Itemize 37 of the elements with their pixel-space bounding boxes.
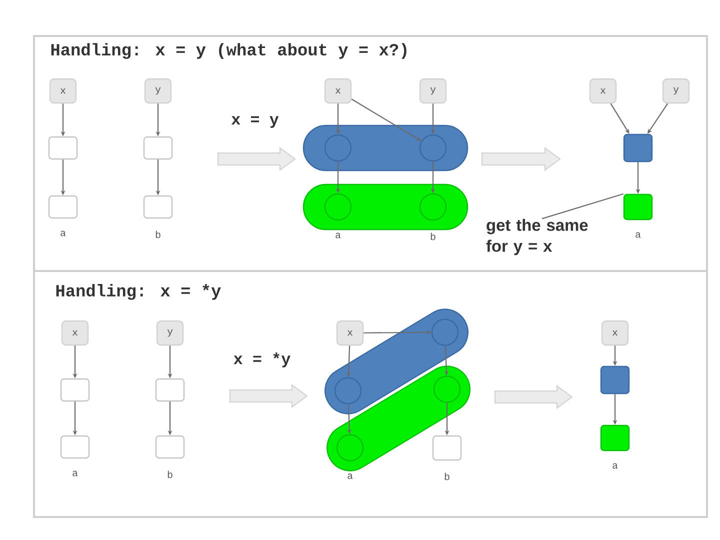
node-label: a (348, 474, 353, 479)
node-label: a (612, 463, 618, 469)
variable-box: y (156, 320, 184, 346)
heading: Handling: x = y (what about y = x?) (51, 43, 406, 59)
circle-node (431, 318, 459, 346)
box-node (600, 366, 630, 394)
variable-box: x (589, 78, 617, 104)
variable-box: y (144, 78, 172, 104)
operation-label: x = *y (234, 352, 290, 368)
circle-node (334, 377, 362, 404)
circle-node (419, 134, 447, 162)
box-node (143, 136, 173, 160)
callout-text: get the same for y = x (486, 218, 588, 256)
variable-box: x (336, 320, 364, 346)
node-label: a (60, 230, 66, 236)
leader-line (542, 193, 624, 220)
node-label: a (72, 470, 78, 476)
heading: Handling: x = *y (56, 284, 221, 300)
variable-box: x (49, 78, 77, 104)
node-label: a (336, 232, 341, 238)
variable-box: x (61, 320, 89, 346)
circle-node (433, 376, 461, 403)
box-node (623, 134, 653, 162)
variable-box: y (419, 78, 447, 104)
box-node (60, 378, 90, 402)
node-label: b (156, 230, 160, 238)
node-label: b (430, 232, 436, 240)
node-label: a (636, 232, 641, 238)
variable-box: x (324, 78, 352, 104)
circle-node (324, 134, 352, 162)
variable-box: x (601, 320, 629, 346)
box-node (48, 136, 78, 160)
box-node (155, 378, 185, 402)
node-label: b (168, 470, 172, 478)
operation-label: x = y (231, 116, 279, 128)
variable-box: y (662, 78, 690, 104)
node-label: b (444, 472, 450, 480)
